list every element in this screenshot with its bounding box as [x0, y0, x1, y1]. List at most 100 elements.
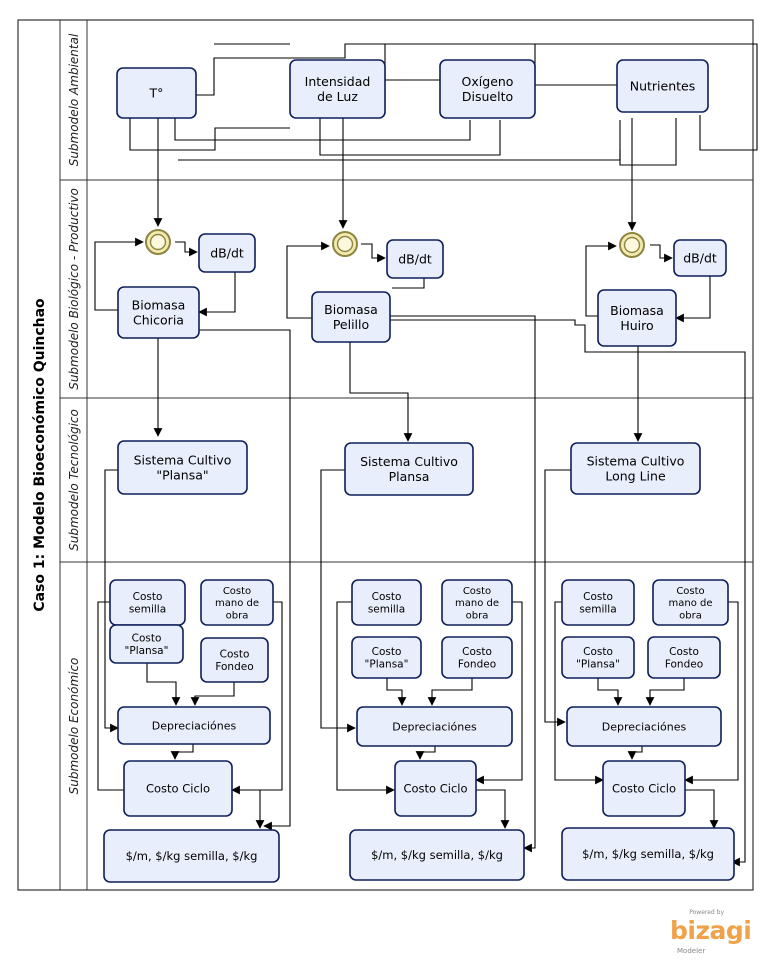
sistema-cultivo-chicoria-node-label: Sistema Cultivo [134, 452, 232, 467]
dbdt-chicoria-node[interactable]: dB/dt [198, 233, 256, 273]
biomasa-huiro-node-label: Biomasa [610, 303, 664, 318]
costo-plansa-chicoria-node-label: Costo [132, 632, 162, 644]
costo-semilla-pelillo-node-shape [351, 579, 422, 626]
sistema-cultivo-chicoria-node-label: "Plansa" [156, 468, 208, 483]
nutrientes-node-shape [616, 59, 709, 113]
resultado-pelillo-node[interactable]: $/m, $/kg semilla, $/kg [349, 829, 525, 881]
costo-plansa-pelillo-node[interactable]: Costo"Plansa" [351, 636, 422, 679]
costo-fondeo-huiro-node-label: Costo [669, 646, 699, 658]
resultado-pelillo-node-shape [349, 829, 525, 881]
dbdt-chicoria-node-label: dB/dt [210, 246, 244, 261]
costo-plansa-chicoria-node-label: "Plansa" [125, 645, 169, 657]
intermediate-event-huiro [619, 232, 645, 258]
costo-mano-obra-pelillo-node-label: obra [466, 610, 489, 621]
costo-semilla-chicoria-node-label: semilla [129, 604, 166, 616]
depreciaciones-pelillo-node-shape [356, 706, 513, 747]
costo-ciclo-huiro-node-shape [602, 760, 686, 817]
resultado-huiro-node[interactable]: $/m, $/kg semilla, $/kg [561, 827, 735, 881]
costo-ciclo-pelillo-node-shape [394, 760, 477, 817]
costo-plansa-huiro-node-shape [561, 636, 635, 679]
costo-plansa-huiro-node[interactable]: Costo"Plansa" [561, 636, 635, 679]
intensidad-luz-node-shape [289, 59, 386, 119]
costo-fondeo-huiro-node-shape [647, 636, 721, 679]
resultado-pelillo-node-label: $/m, $/kg semilla, $/kg [371, 848, 503, 862]
costo-fondeo-pelillo-node-label: Fondeo [458, 659, 496, 671]
costo-ciclo-huiro-node-label: Costo Ciclo [612, 782, 676, 796]
biomasa-pelillo-node-label: Pelillo [333, 317, 369, 332]
costo-mano-obra-chicoria-node-label: obra [226, 610, 249, 621]
depreciaciones-pelillo-node[interactable]: Depreciaciónes [356, 706, 513, 747]
dbdt-pelillo-node[interactable]: dB/dt [386, 239, 444, 279]
temp-node-shape [116, 67, 197, 119]
costo-ciclo-chicoria-node-shape [123, 760, 233, 817]
costo-mano-obra-huiro-node-label: Costo [676, 586, 704, 597]
intensidad-luz-node-label: de Luz [317, 89, 358, 104]
costo-mano-obra-huiro-node-label: obra [679, 610, 702, 621]
sistema-cultivo-huiro-node-shape [570, 442, 701, 495]
biomasa-pelillo-node-label: Biomasa [324, 302, 378, 317]
costo-ciclo-pelillo-node[interactable]: Costo Ciclo [394, 760, 477, 817]
costo-mano-obra-chicoria-node-label: mano de [215, 598, 259, 609]
dbdt-huiro-node-label: dB/dt [683, 251, 717, 266]
oxigeno-disuelto-node-shape [439, 59, 536, 119]
dbdt-huiro-node[interactable]: dB/dt [673, 239, 727, 277]
bizagi-logo: Powered by bizagi Modeler [664, 909, 752, 957]
dbdt-pelillo-node-label: dB/dt [398, 252, 432, 267]
sistema-cultivo-huiro-node-label: Sistema Cultivo [587, 453, 685, 468]
costo-semilla-huiro-node-label: semilla [579, 604, 616, 616]
depreciaciones-chicoria-node[interactable]: Depreciaciónes [117, 706, 271, 745]
lane-title-economico: Submodelo Económico [67, 658, 81, 795]
costo-plansa-chicoria-node-shape [109, 624, 184, 664]
lane-title-tecnologico: Submodelo Tecnológico [67, 409, 81, 551]
costo-plansa-huiro-node-label: Costo [583, 646, 613, 658]
resultado-chicoria-node-label: $/m, $/kg semilla, $/kg [126, 849, 258, 863]
costo-mano-obra-pelillo-node-shape [441, 579, 513, 626]
temp-node[interactable]: T° [116, 67, 197, 119]
temp-node-label: T° [149, 86, 164, 101]
oxigeno-disuelto-node-label: Disuelto [462, 89, 513, 104]
costo-ciclo-huiro-node[interactable]: Costo Ciclo [602, 760, 686, 817]
intermediate-event-pelillo [332, 231, 358, 257]
costo-semilla-huiro-node-shape [561, 579, 635, 626]
costo-semilla-pelillo-node-label: Costo [372, 591, 402, 603]
dbdt-pelillo-node-shape [386, 239, 444, 279]
sistema-cultivo-pelillo-node-shape [344, 442, 474, 496]
modeler-label: Modeler [677, 947, 706, 955]
depreciaciones-huiro-node[interactable]: Depreciaciónes [566, 706, 722, 747]
nutrientes-node[interactable]: Nutrientes [616, 59, 709, 113]
costo-plansa-chicoria-node[interactable]: Costo"Plansa" [109, 624, 184, 664]
connectors [94, 43, 758, 867]
costo-ciclo-pelillo-node-label: Costo Ciclo [403, 782, 467, 796]
resultado-huiro-node-shape [561, 827, 735, 881]
costo-mano-obra-chicoria-node-shape [200, 579, 274, 626]
sistema-cultivo-chicoria-node-shape [117, 440, 248, 495]
dbdt-chicoria-node-shape [198, 233, 256, 273]
biomasa-huiro-node-shape [597, 289, 677, 347]
bizagi-wordmark: bizagi [670, 916, 752, 945]
costo-ciclo-chicoria-node[interactable]: Costo Ciclo [123, 760, 233, 817]
lane-title-ambiental: Submodelo Ambiental [67, 33, 81, 166]
costo-fondeo-chicoria-node-label: Costo [220, 648, 250, 660]
costo-mano-obra-pelillo-node-label: Costo [463, 586, 491, 597]
resultado-chicoria-node[interactable]: $/m, $/kg semilla, $/kg [103, 829, 280, 883]
costo-semilla-chicoria-node-label: Costo [133, 591, 163, 603]
sistema-cultivo-chicoria-node[interactable]: Sistema Cultivo"Plansa" [117, 440, 248, 495]
costo-mano-obra-huiro-node-shape [652, 579, 729, 626]
lane-title-biologico: Submodelo Biológico - Productivo [67, 188, 81, 390]
